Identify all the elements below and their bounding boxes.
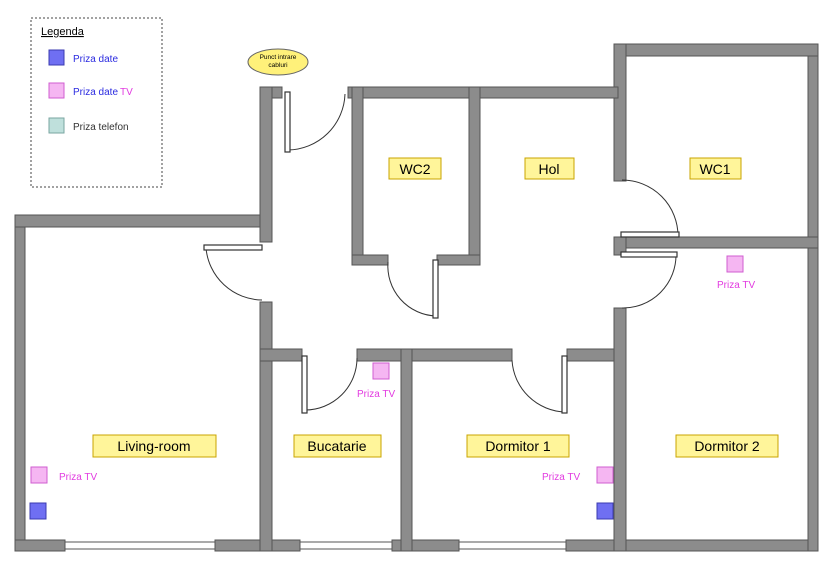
room-labels: WC2 Hol WC1 Living-room Bucatarie Dormit… bbox=[92, 157, 779, 458]
wall-wc2-bottom-left bbox=[351, 254, 389, 266]
wall-wc1-top bbox=[613, 43, 819, 57]
room-label-dormitor2: Dormitor 2 bbox=[694, 438, 760, 454]
data-socket-living bbox=[29, 502, 47, 520]
wall-wc2-right bbox=[468, 86, 481, 266]
door-arc-dormitor1 bbox=[511, 359, 566, 413]
doors bbox=[203, 91, 680, 414]
wall-living-top bbox=[14, 214, 266, 228]
entry-point-line1: Punct intrare bbox=[260, 54, 297, 61]
wall-right-outer bbox=[807, 43, 819, 552]
door-arc-wc2 bbox=[387, 261, 437, 317]
door-leaf-bucatarie bbox=[301, 355, 308, 414]
legend-tv-socket-icon bbox=[48, 82, 65, 99]
tv-socket-label-dormitor1: Priza TV bbox=[542, 472, 580, 483]
room-label-box-hol bbox=[524, 157, 575, 180]
window-dormitor1 bbox=[458, 541, 567, 550]
walls bbox=[14, 43, 819, 552]
room-label-box-wc1 bbox=[689, 157, 742, 180]
door-arc-bucatarie bbox=[304, 357, 358, 411]
wall-hall-left-lower bbox=[259, 301, 273, 552]
wall-right-inner-2 bbox=[613, 307, 627, 552]
room-label-bucatarie: Bucatarie bbox=[307, 438, 366, 454]
room-label-dormitor1: Dormitor 1 bbox=[485, 438, 551, 454]
room-label-box-dormitor1 bbox=[466, 434, 570, 458]
room-label-living: Living-room bbox=[117, 438, 190, 454]
door-leaf-dormitor2 bbox=[620, 251, 678, 258]
entry-point-line2: cabluri bbox=[268, 62, 287, 69]
wall-mid-1 bbox=[259, 348, 303, 362]
door-arc-wc1 bbox=[621, 179, 679, 237]
wall-mid-3 bbox=[566, 348, 619, 362]
wall-top-hall bbox=[347, 86, 619, 99]
legend-tv-label-suffix: TV bbox=[120, 87, 133, 98]
wall-bottom-5 bbox=[613, 539, 819, 552]
room-label-box-living bbox=[92, 434, 217, 458]
door-leaf-wc2 bbox=[432, 259, 439, 319]
door-leaf-living bbox=[203, 244, 263, 251]
wall-wc2-left bbox=[351, 86, 364, 266]
tv-socket-dormitor1 bbox=[596, 466, 614, 484]
tv-socket-dormitor2 bbox=[726, 255, 744, 273]
tv-socket-living bbox=[30, 466, 48, 484]
legend-data-label: Priza date bbox=[73, 54, 118, 65]
wall-bottom-1 bbox=[14, 539, 66, 552]
window-bucatarie bbox=[299, 541, 393, 550]
legend-title: Legenda bbox=[41, 26, 85, 38]
wall-wc1-left-upper bbox=[613, 43, 627, 182]
tv-socket-label-dormitor2: Priza TV bbox=[717, 280, 755, 291]
entry-point-ellipse bbox=[247, 48, 309, 76]
door-leaf-wc1 bbox=[620, 231, 680, 238]
tv-socket-label-bucatarie: Priza TV bbox=[357, 389, 395, 400]
tv-socket-bucatarie bbox=[372, 362, 390, 380]
legend-tv-label-main: Priza date bbox=[73, 87, 118, 98]
wall-right-inner-1 bbox=[613, 236, 627, 256]
legend-phone-socket-icon bbox=[48, 117, 65, 134]
wall-bottom-2 bbox=[214, 539, 301, 552]
room-label-box-dormitor2 bbox=[675, 434, 779, 458]
wall-bucatarie-right bbox=[400, 348, 413, 552]
wall-left-outer bbox=[14, 214, 26, 552]
door-arc-entrance bbox=[287, 93, 346, 151]
legend-box bbox=[30, 17, 163, 188]
room-label-hol: Hol bbox=[538, 161, 559, 177]
door-arc-living bbox=[205, 247, 263, 301]
windows bbox=[64, 541, 567, 550]
wall-wc2-bottom-right bbox=[436, 254, 481, 266]
room-label-box-bucatarie bbox=[293, 434, 382, 458]
room-label-wc2: WC2 bbox=[399, 161, 430, 177]
window-living bbox=[64, 541, 216, 550]
cable-entry-point: Punct intrare cabluri bbox=[247, 48, 309, 76]
wall-wc1-bottom bbox=[613, 236, 819, 249]
legend-data-socket-icon bbox=[48, 49, 65, 66]
legend-phone-label: Priza telefon bbox=[73, 122, 129, 133]
wall-hall-left-upper bbox=[259, 86, 273, 243]
door-leaf-entrance bbox=[284, 91, 291, 153]
door-arc-dormitor2 bbox=[621, 253, 677, 309]
room-label-box-wc2 bbox=[388, 157, 442, 180]
wall-mid-2 bbox=[356, 348, 513, 362]
tv-socket-label-living: Priza TV bbox=[59, 472, 97, 483]
door-leaf-dormitor1 bbox=[561, 355, 568, 414]
room-label-wc1: WC1 bbox=[699, 161, 730, 177]
sockets: Priza TV Priza TV Priza TV Priza TV bbox=[29, 255, 755, 520]
data-socket-dormitor1 bbox=[596, 502, 614, 520]
